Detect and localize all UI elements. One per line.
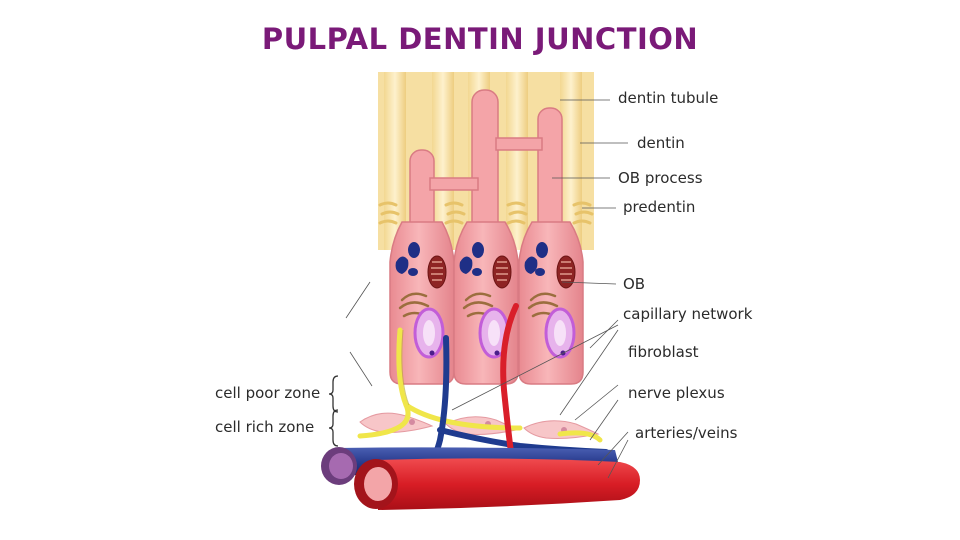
label-fibroblast: fibroblast xyxy=(628,343,699,361)
label-dentin: dentin xyxy=(637,134,685,152)
nerve-fibers-yellow-edge xyxy=(401,329,410,406)
label-cell-poor-zone: cell poor zone xyxy=(215,384,321,402)
diagram-title: PULPAL DENTIN JUNCTION xyxy=(261,22,699,56)
predentin-marks xyxy=(378,201,594,225)
nuclei xyxy=(413,307,576,359)
label-dentin-tubule: dentin tubule xyxy=(618,89,719,107)
label-ob-process: OB process xyxy=(618,169,703,187)
zone-braces xyxy=(328,375,339,447)
label-predentin: predentin xyxy=(623,198,696,216)
label-ob: OB xyxy=(623,275,646,293)
red-artery xyxy=(354,458,640,510)
mitochondria xyxy=(427,255,576,289)
label-cell-rich-zone: cell rich zone xyxy=(215,418,315,436)
label-nerve-plexus: nerve plexus xyxy=(628,384,725,402)
secretory-granules xyxy=(395,242,548,276)
label-capillary-network: capillary network xyxy=(623,305,753,323)
label-arteries-veins: arteries/veins xyxy=(635,424,738,442)
nerve-fibers-yellow xyxy=(357,327,603,443)
capillary-network xyxy=(500,303,519,463)
leader-lines xyxy=(345,99,629,479)
ob-processes xyxy=(409,89,563,243)
